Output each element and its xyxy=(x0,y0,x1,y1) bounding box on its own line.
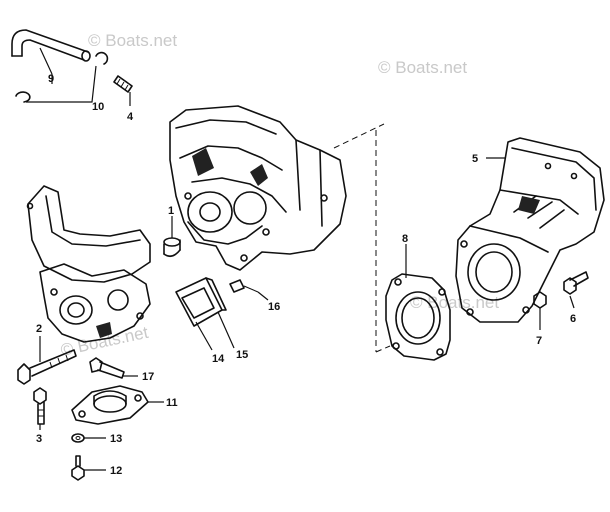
clamp-part-10 xyxy=(15,51,109,103)
bolt-part-17 xyxy=(89,357,125,379)
callout-4: 4 xyxy=(127,111,134,123)
callout-2: 2 xyxy=(36,323,42,335)
housing-part-5 xyxy=(455,137,605,323)
gasket-part-8 xyxy=(385,273,451,361)
callout-6: 6 xyxy=(570,313,576,325)
callout-8: 8 xyxy=(402,233,408,245)
callout-10: 10 xyxy=(92,101,104,113)
bolt-part-6 xyxy=(563,271,589,295)
nut-part-7 xyxy=(533,291,547,309)
callout-12: 12 xyxy=(110,465,122,477)
watermark-right-middle: © Boats.net xyxy=(410,293,499,312)
pin-part-4 xyxy=(113,75,133,93)
leader-lines xyxy=(26,47,575,471)
alignment-line-lower xyxy=(375,345,391,353)
watermark-top-center: © Boats.net xyxy=(88,31,177,50)
carburetor-part xyxy=(26,185,151,343)
watermark-top-right: © Boats.net xyxy=(378,58,467,77)
callout-7: 7 xyxy=(536,335,542,347)
callout-9: 9 xyxy=(48,73,54,85)
bolt-part-3 xyxy=(33,387,47,425)
callout-16: 16 xyxy=(268,301,280,313)
callout-11: 11 xyxy=(166,397,178,409)
bushing-part-1 xyxy=(163,237,181,258)
screw-part-12 xyxy=(71,455,85,481)
screw-part-16 xyxy=(229,279,259,293)
callout-15: 15 xyxy=(236,349,248,361)
flange-part-11 xyxy=(71,385,149,425)
hose-part-9 xyxy=(11,29,91,62)
callout-1: 1 xyxy=(168,205,174,217)
callout-13: 13 xyxy=(110,433,122,445)
washer-part-13 xyxy=(71,433,85,443)
callout-3: 3 xyxy=(36,433,42,445)
reed-plate-part xyxy=(175,277,227,327)
callout-14: 14 xyxy=(212,353,225,365)
callout-5: 5 xyxy=(472,153,478,165)
callout-17: 17 xyxy=(142,371,154,383)
bolt-part-2 xyxy=(17,349,77,385)
crankcase-part xyxy=(169,105,347,271)
